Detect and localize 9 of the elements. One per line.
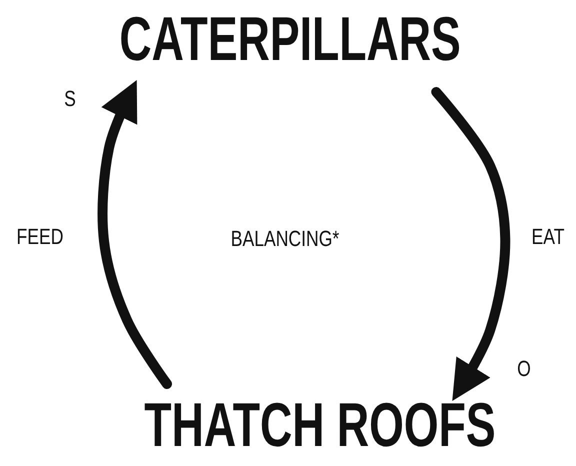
loop-label: BALANCING*: [230, 226, 340, 252]
node-title: THATCH ROOFS: [144, 395, 496, 457]
curved-arrow: [431, 87, 510, 402]
edge-label: FEED: [16, 224, 64, 250]
polarity-sign: O: [516, 356, 532, 382]
polarity-sign: S: [63, 86, 77, 112]
curved-arrow: [98, 80, 172, 389]
edge-label: EAT: [530, 224, 566, 250]
node-title: CATERPILLARS: [119, 9, 461, 71]
